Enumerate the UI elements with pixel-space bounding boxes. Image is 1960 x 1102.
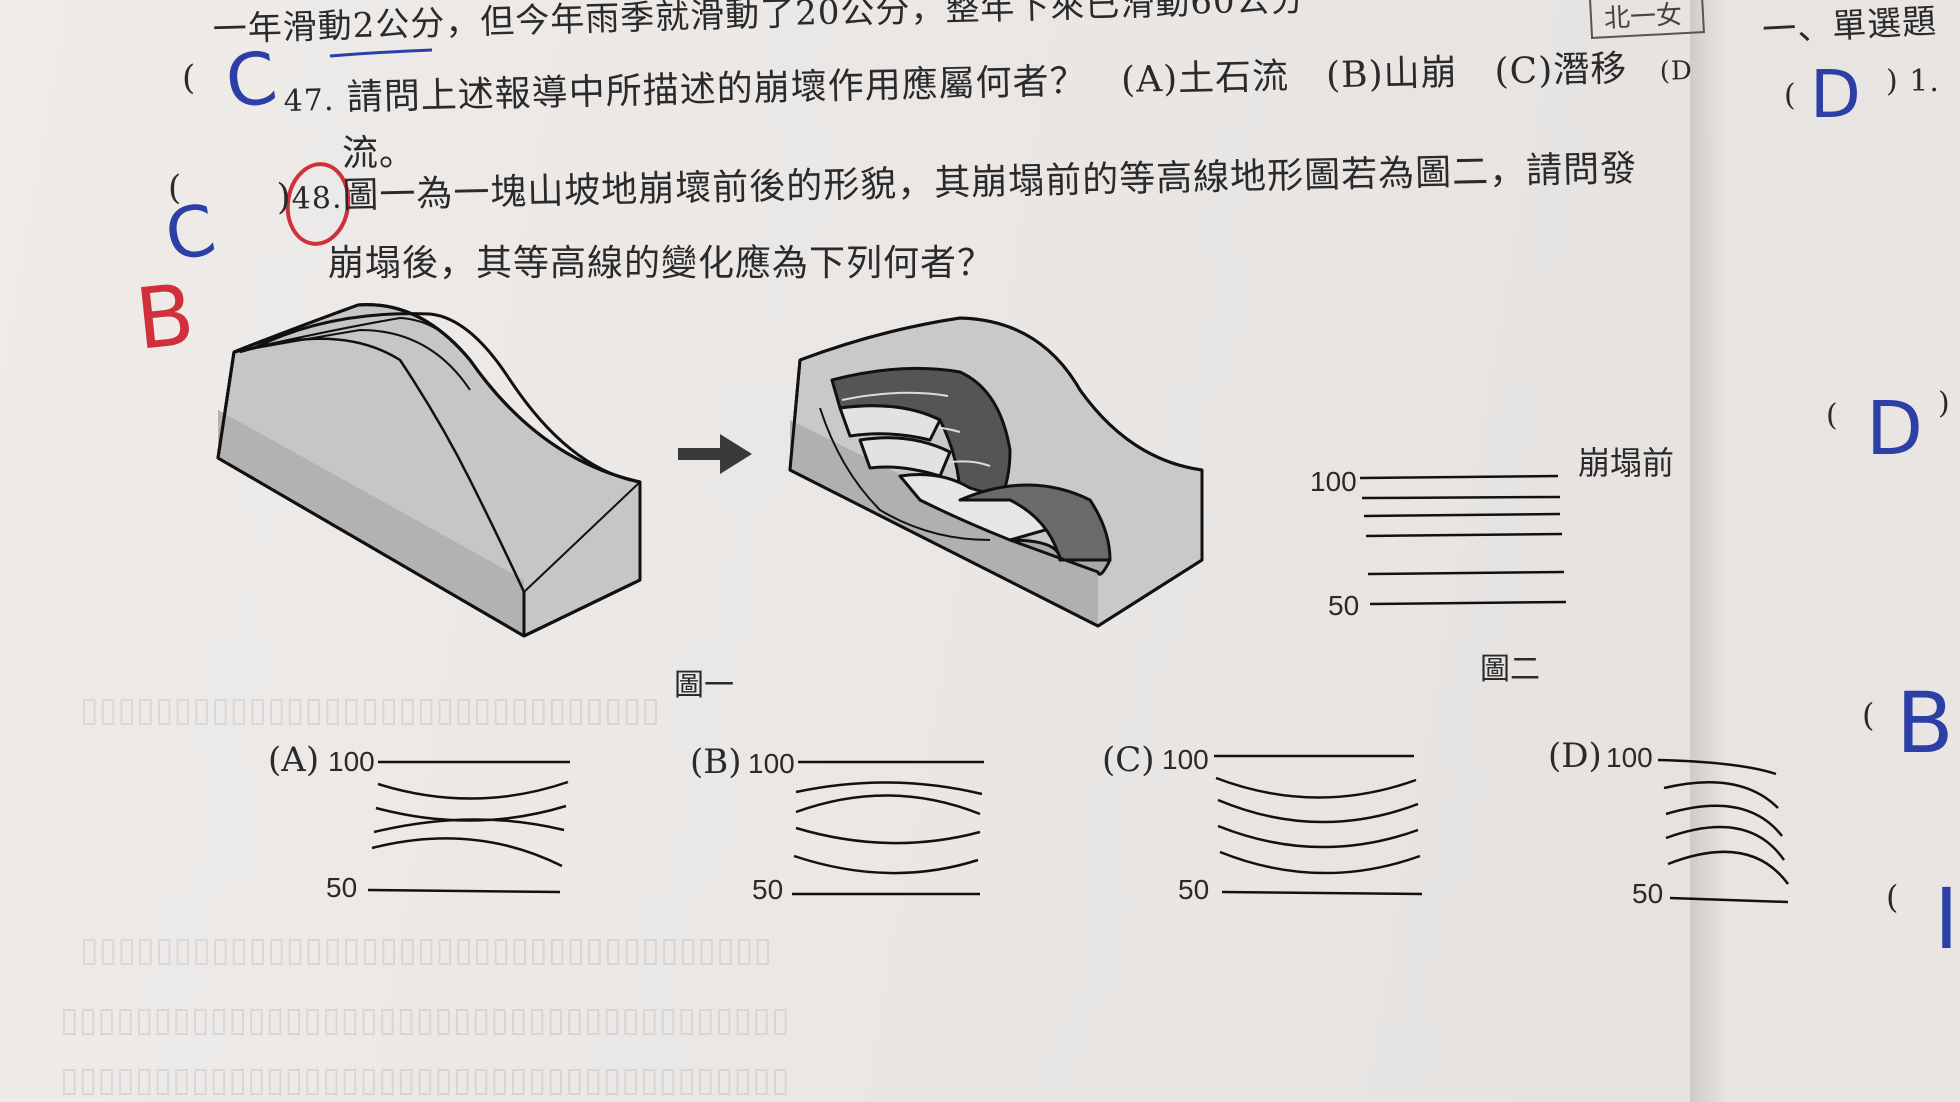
choice-d-contours bbox=[1657, 758, 1790, 904]
choice-a-label: (A) bbox=[268, 740, 320, 780]
choice-a-bottom: 50 bbox=[326, 872, 358, 903]
q48-paren: ( bbox=[168, 168, 183, 208]
page-fold-shadow bbox=[1690, 0, 1960, 1102]
choice-d-top: 100 bbox=[1606, 742, 1653, 773]
transition-arrow bbox=[678, 434, 752, 474]
contour-line bbox=[1367, 570, 1565, 576]
right-ans3-paren: ( bbox=[1862, 696, 1876, 734]
choice-c-top: 100 bbox=[1162, 744, 1209, 775]
choice-b-top: 100 bbox=[748, 748, 795, 779]
contour-line bbox=[1369, 600, 1567, 606]
contour-line bbox=[1363, 512, 1561, 518]
right-q1-answer: D bbox=[1810, 56, 1861, 133]
right-ans4-paren: ( bbox=[1886, 878, 1900, 916]
choice-b-label: (B) bbox=[690, 742, 742, 782]
before-slope-block bbox=[216, 303, 642, 638]
right-q1-paren: ( bbox=[1784, 78, 1797, 113]
choice-c-label: (C) bbox=[1102, 740, 1155, 780]
choice-a-contours bbox=[367, 760, 570, 894]
figure2-bottom-label: 50 bbox=[1328, 590, 1360, 621]
right-ans4-answer: I bbox=[1934, 870, 1959, 968]
right-ans2-paren: ( bbox=[1826, 398, 1839, 433]
contour-line bbox=[1365, 532, 1563, 538]
choice-a-top: 100 bbox=[328, 746, 375, 777]
q47-continuation: 流。 bbox=[342, 133, 417, 174]
q48-line2: 崩塌後，其等高線的變化應為下列何者？ bbox=[328, 243, 995, 284]
choice-c-contours bbox=[1214, 754, 1423, 896]
choice-b-bottom: 50 bbox=[752, 874, 784, 905]
contour-line bbox=[1361, 495, 1561, 500]
choice-c-bottom: 50 bbox=[1178, 874, 1210, 905]
right-ans2-close: ) bbox=[1938, 386, 1951, 421]
right-ans3-answer: B bbox=[1896, 674, 1954, 772]
choice-b-contours bbox=[792, 760, 984, 896]
choice-d-label: (D) bbox=[1548, 736, 1602, 776]
figure2-top-label: 100 bbox=[1310, 466, 1357, 497]
contour-line bbox=[1359, 474, 1559, 480]
right-q1-number: ) 1. bbox=[1886, 64, 1940, 99]
q47-paren: ( bbox=[182, 58, 197, 98]
figure1-caption: 圖一 bbox=[674, 668, 734, 703]
after-slope-block bbox=[788, 316, 1204, 628]
figure2-title: 崩塌前 bbox=[1578, 444, 1675, 482]
choice-d-bottom: 50 bbox=[1632, 878, 1664, 909]
figure2-caption: 圖二 bbox=[1480, 652, 1540, 687]
right-ans2-answer: D bbox=[1866, 386, 1923, 472]
